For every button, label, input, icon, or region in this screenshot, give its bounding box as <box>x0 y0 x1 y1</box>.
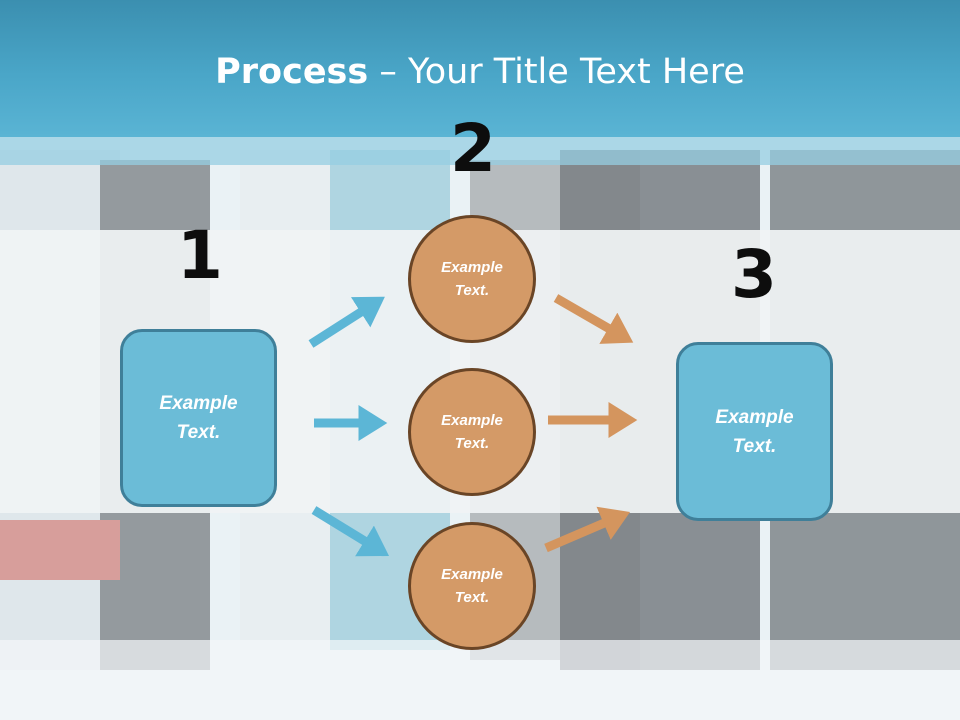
circle-top-line2: Text. <box>454 282 490 299</box>
arrow-circle-top-to-box <box>553 294 634 344</box>
circle-top-line1: Example <box>441 259 503 276</box>
title-bar-band <box>0 137 960 165</box>
step-number-3: 3 <box>731 236 777 313</box>
arrow-box-to-circle-bottom <box>311 506 390 557</box>
start-box-line2: Text. <box>176 422 221 443</box>
end-box-line1: Example <box>715 406 794 428</box>
circle-bottom-line1: Example <box>441 566 503 583</box>
end-box-line2: Text. <box>732 435 777 457</box>
step-number-1: 1 <box>177 217 223 294</box>
slide-title: Process – Your Title Text Here <box>0 52 960 92</box>
circle-middle-line1: Example <box>441 412 503 429</box>
step-number-2: 2 <box>450 110 496 187</box>
title-bar <box>0 0 960 137</box>
title-bold: Process <box>215 52 369 92</box>
start-box-line1: Example <box>159 393 238 414</box>
title-rest: – Your Title Text Here <box>368 52 745 92</box>
arrow-box-to-circle-top <box>308 296 385 348</box>
circle-bottom-line2: Text. <box>454 589 490 606</box>
circle-middle-line2: Text. <box>454 435 490 452</box>
arrow-circle-bottom-to-box <box>544 506 631 553</box>
